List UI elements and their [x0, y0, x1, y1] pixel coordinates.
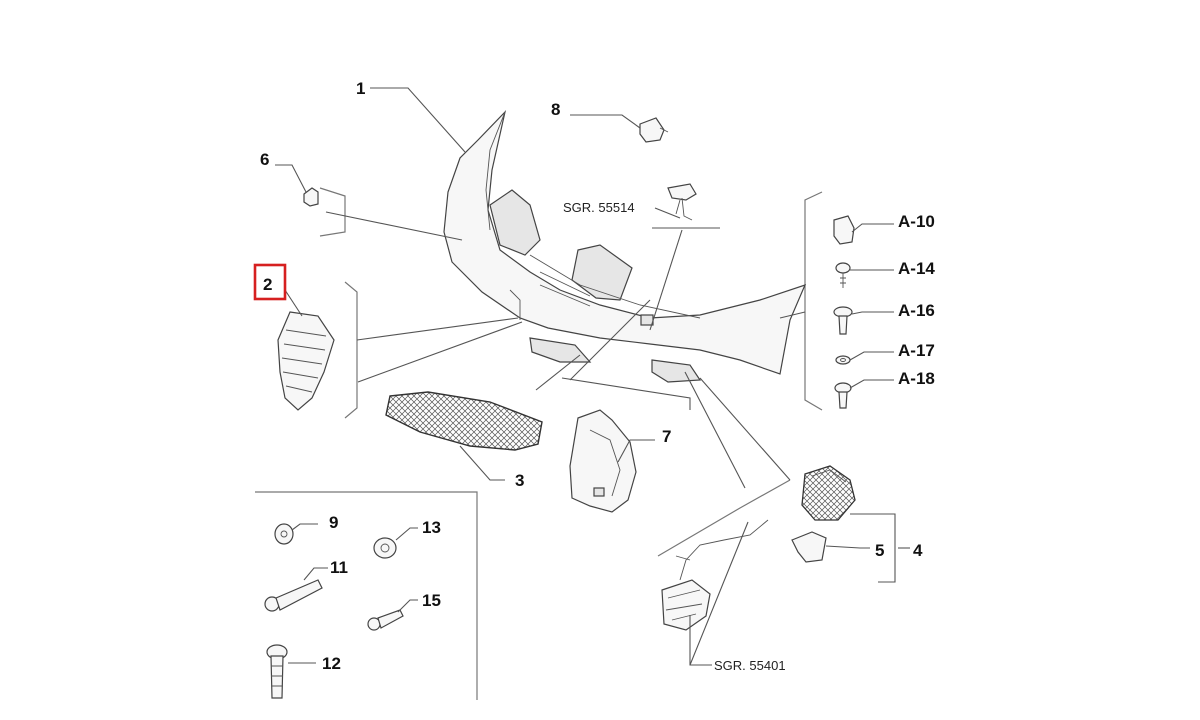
part-labels: 1 2 3 4 5 6 7 8 9 11 12 13 15 A-10 A-14 … — [260, 79, 935, 673]
fastener-11 — [264, 579, 323, 612]
label-12: 12 — [322, 654, 341, 673]
plug-part — [303, 187, 319, 207]
label-a18: A-18 — [898, 369, 935, 388]
sensor-bracket-part — [667, 183, 697, 221]
bumper-part — [443, 110, 807, 383]
fastener-12 — [266, 644, 288, 699]
label-3: 3 — [515, 471, 524, 490]
label-8: 8 — [551, 100, 560, 119]
fastener-9 — [274, 523, 294, 545]
center-mesh-grille-part — [385, 391, 543, 451]
ref-sgr-55514: SGR. 55514 — [563, 200, 635, 215]
side-bracket-part — [569, 409, 637, 513]
highlight-box — [253, 263, 287, 301]
label-2: 2 — [263, 275, 272, 294]
reference-labels: SGR. 55514 SGR. 55401 — [563, 200, 786, 673]
section-brackets — [255, 187, 823, 700]
fastener-15 — [367, 609, 404, 631]
label-6: 6 — [260, 150, 269, 169]
fastener-a14 — [835, 262, 851, 288]
fastener-a16 — [833, 306, 853, 335]
label-15: 15 — [422, 591, 441, 610]
label-a17: A-17 — [898, 341, 935, 360]
fastener-a18 — [834, 382, 852, 409]
fog-bracket-part — [791, 531, 827, 563]
label-5: 5 — [875, 541, 884, 560]
label-9: 9 — [329, 513, 338, 532]
fastener-13 — [373, 537, 397, 559]
side-grille-part — [277, 311, 335, 411]
fastener-a17 — [835, 355, 851, 365]
ref-sgr-55401: SGR. 55401 — [714, 658, 786, 673]
label-13: 13 — [422, 518, 441, 537]
label-11: 11 — [330, 558, 348, 577]
label-a10: A-10 — [898, 212, 935, 231]
fog-grille-part — [801, 465, 856, 521]
label-a16: A-16 — [898, 301, 935, 320]
clip-part — [639, 117, 669, 143]
label-7: 7 — [662, 427, 671, 446]
label-4: 4 — [913, 541, 923, 560]
fastener-a10 — [833, 215, 855, 245]
label-a14: A-14 — [898, 259, 935, 278]
leader-lines — [275, 87, 910, 666]
label-1: 1 — [356, 79, 365, 98]
fog-lamp-part — [661, 519, 769, 631]
